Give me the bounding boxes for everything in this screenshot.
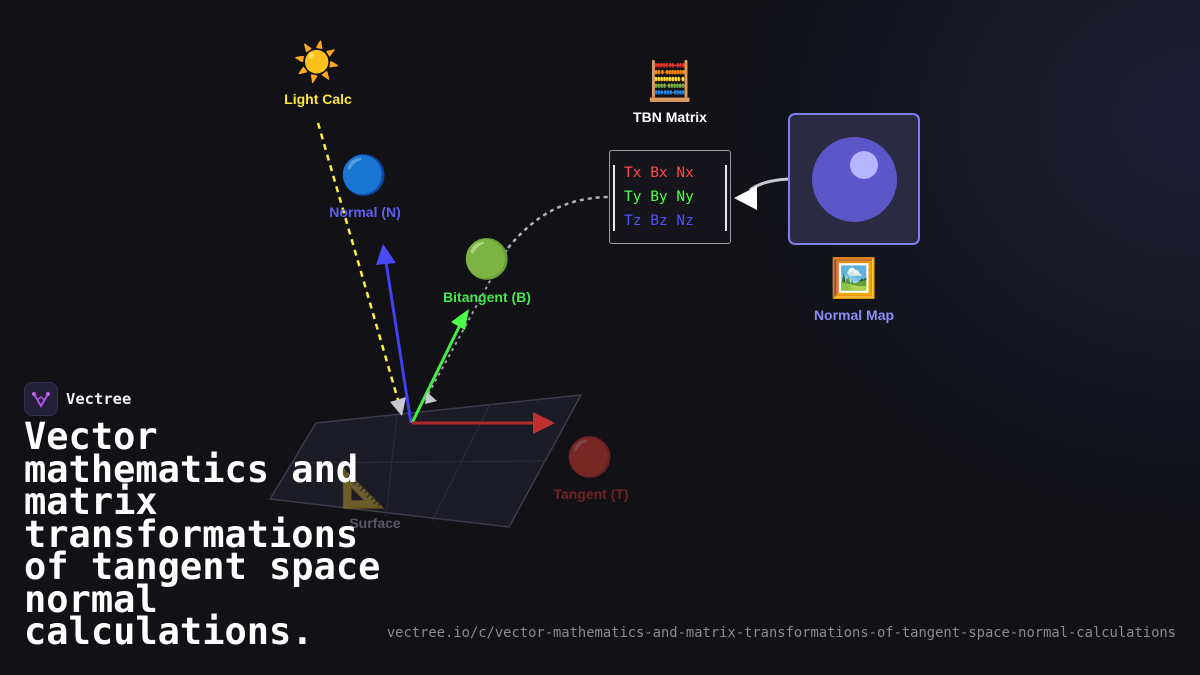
- matrix-right-bracket: [725, 165, 727, 231]
- green-circle-icon: 🟢: [463, 237, 511, 281]
- brand-name: Vectree: [66, 390, 132, 408]
- blue-circle-icon: 🔵: [340, 153, 388, 197]
- bitangent-arrow: [410, 247, 509, 424]
- surface-plane: [268, 394, 583, 528]
- brand: Vectree: [24, 382, 131, 416]
- tbn-matrix-box: Tx Bx Nx Ty By Ny Tz Bz Nz: [609, 150, 731, 244]
- matrix-row-3: Tz Bz Nz: [624, 213, 694, 229]
- sphere-highlight: [850, 151, 878, 179]
- normal-arrow: [376, 244, 413, 424]
- surface-label: Surface: [349, 515, 401, 531]
- normal-map-card: [788, 113, 920, 245]
- red-circle-icon: 🔴: [566, 435, 614, 479]
- matrix-row-2: Ty By Ny: [624, 189, 694, 205]
- tbn-matrix-label: TBN Matrix: [633, 109, 707, 125]
- bitangent-label: Bitangent (B): [443, 289, 531, 305]
- light-calc-label: Light Calc: [284, 91, 352, 107]
- tbn-connector: [507, 195, 609, 249]
- framed-picture-icon: 🖼️: [830, 256, 878, 300]
- normal-map-arrow: [734, 177, 789, 210]
- tangent-arrow: [412, 412, 555, 434]
- normal-label: Normal (N): [329, 204, 401, 220]
- page-title: Vector mathematics and matrix transforma…: [24, 415, 381, 653]
- normal-map-sphere: [812, 137, 897, 222]
- normal-map-label: Normal Map: [813, 307, 895, 323]
- matrix-left-bracket: [613, 165, 615, 231]
- vectree-logo-icon: [24, 382, 58, 416]
- matrix-row-1: Tx Bx Nx: [624, 165, 694, 181]
- sun-icon: ☀️: [293, 40, 341, 84]
- page-url[interactable]: vectree.io/c/vector-mathematics-and-matr…: [386, 625, 1176, 641]
- abacus-icon: 🧮: [646, 59, 694, 103]
- triangle-ruler-icon: 📐: [340, 466, 388, 510]
- light-ray: [316, 122, 406, 416]
- tangent-label: Tangent (T): [553, 486, 629, 502]
